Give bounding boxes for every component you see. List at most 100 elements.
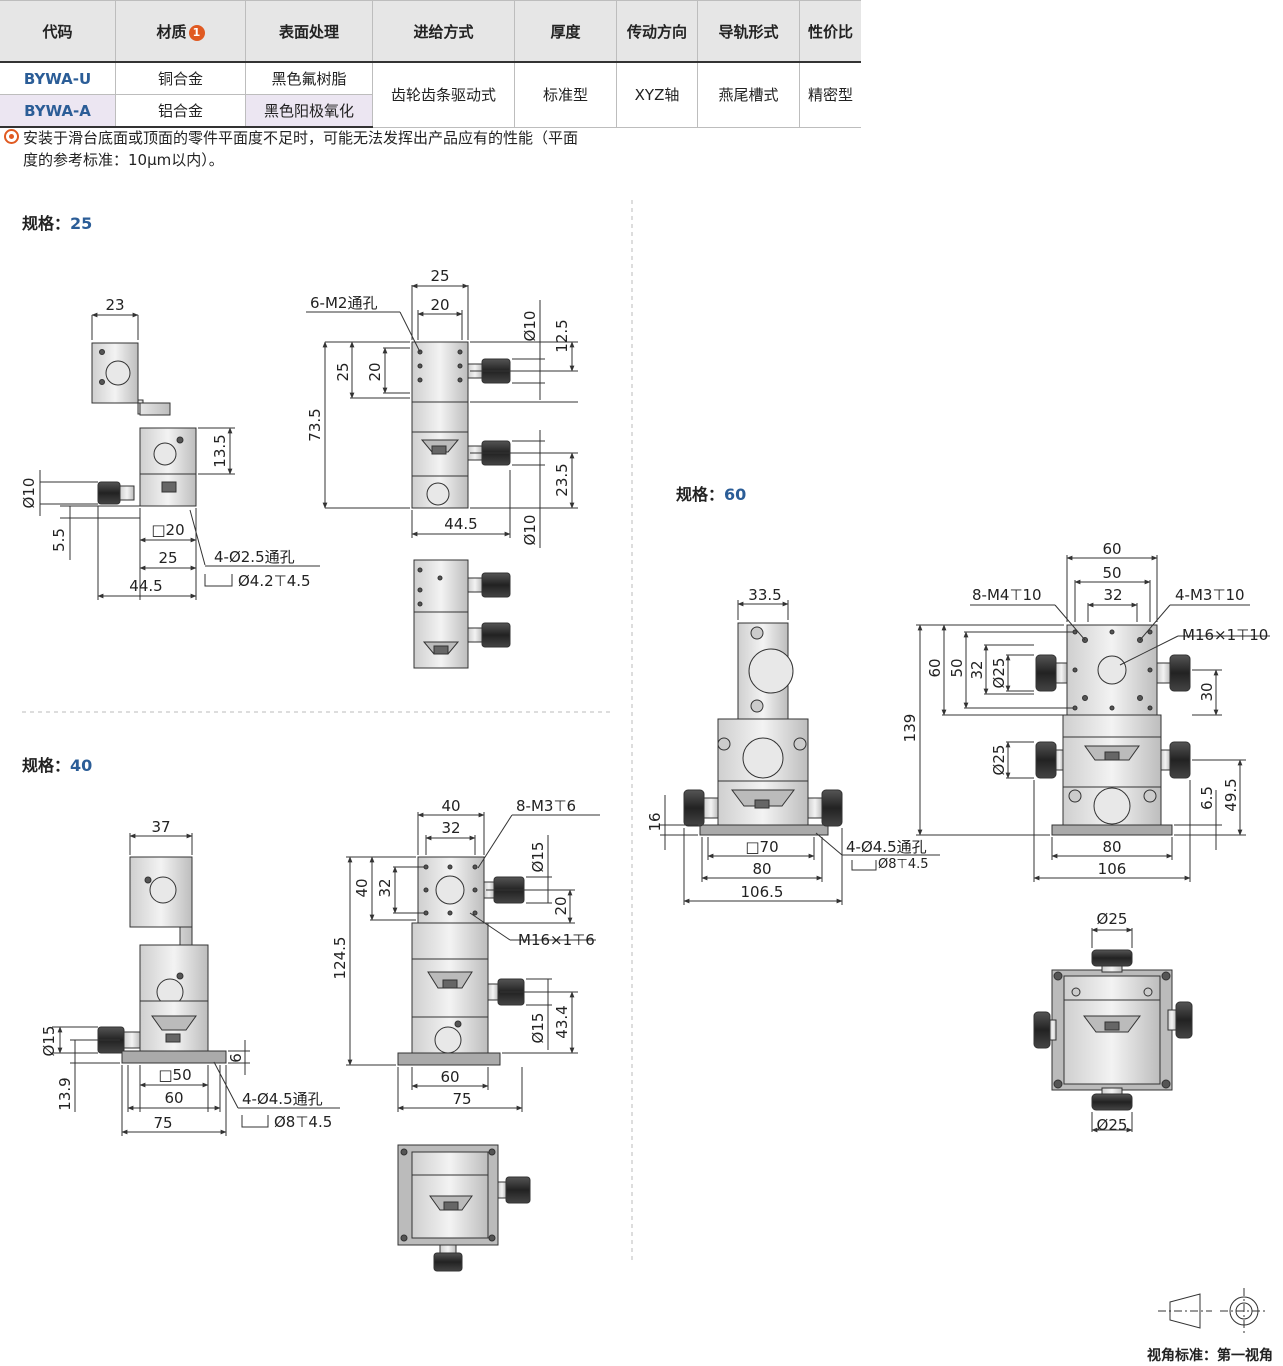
size40-side-view: [97, 856, 227, 1064]
size60-top-view: [1033, 949, 1193, 1111]
dim-label: 23.5: [553, 463, 571, 496]
dim-label: Ø25: [990, 658, 1008, 689]
size60-side-view: [683, 622, 843, 836]
size60-top-dimensions: Ø25 Ø25: [1091, 910, 1133, 1134]
dim-label: 25: [334, 362, 352, 381]
dim-label: 44.5: [129, 577, 162, 595]
dim-label: Ø15: [529, 1013, 547, 1044]
row-material: 铜合金: [115, 62, 246, 95]
dim-label: 32: [968, 660, 986, 679]
dim-label: 33.5: [748, 586, 781, 604]
dim-label: □20: [151, 521, 184, 539]
note-line-1: 安装于滑台底面或顶面的零件平面度不足时，可能无法发挥出产品应有的性能（平面: [23, 129, 579, 147]
spec-label-60: 规格：60: [676, 481, 746, 505]
table-row: BYWA-A 铝合金 黑色阳极氧化: [0, 94, 861, 128]
dim-label: 23: [105, 296, 124, 314]
header-value: 性价比: [799, 0, 861, 63]
dim-label: 60: [164, 1089, 183, 1107]
note-line-2: 度的参考标准：10μm以内）。: [23, 151, 224, 169]
dim-label: 106.5: [741, 883, 784, 901]
header-direction: 传动方向: [616, 0, 698, 63]
size25-front-dimensions: 25 20 6-M2通孔 73.5 25 20 Ø10 12.5 23.5 Ø1…: [306, 267, 578, 548]
spec-label-25: 规格：25: [22, 210, 92, 234]
dim-label: 25: [158, 549, 177, 567]
view-standard-label: 视角标准：第一视角: [1147, 1348, 1273, 1364]
row-code: BYWA-A: [0, 94, 116, 128]
size40-dimensions: 37 Ø15 13.9 6 □50 60 75 4-Ø4.5通孔 Ø8⊤4.5: [40, 818, 340, 1136]
dim-label: 106: [1098, 860, 1127, 878]
dim-label: 124.5: [331, 937, 349, 980]
dim-label: □70: [745, 838, 778, 856]
dim-label: 16: [646, 812, 664, 831]
size60-front-dimensions: 60 50 32 8-M4⊤10 4-M3⊤10 M16×1⊤10 139 60…: [901, 540, 1270, 882]
dim-label: Ø10: [521, 311, 539, 342]
cell-direction: XYZ轴: [616, 62, 698, 128]
cell-feed: 齿轮齿条驱动式: [372, 62, 515, 128]
dim-label: 6.5: [1198, 786, 1216, 810]
dim-label: 49.5: [1222, 778, 1240, 811]
cell-guide: 燕尾槽式: [697, 62, 800, 128]
row-material: 铝合金: [115, 94, 246, 128]
row-surface: 黑色氟树脂: [245, 62, 373, 95]
dim-label: 139: [901, 714, 919, 743]
hole-label: Ø8⊤4.5: [274, 1113, 332, 1131]
size25-top-view: [413, 559, 511, 669]
hole-label: 8-M3⊤6: [516, 797, 576, 815]
dim-label: 32: [376, 878, 394, 897]
dim-label: 50: [948, 658, 966, 677]
dim-label: Ø10: [521, 515, 539, 546]
hole-label: M16×1⊤10: [1182, 626, 1268, 644]
spec-value: 40: [70, 756, 93, 775]
spec-label-40: 规格：40: [22, 752, 92, 776]
row-code: BYWA-U: [0, 62, 116, 95]
size60-side-dimensions: 33.5 16 □70 80 106.5 4-Ø4.5通孔 Ø8⊤4.5: [646, 586, 940, 905]
hole-label: Ø4.2⊤4.5: [238, 572, 311, 590]
dim-label: 60: [926, 658, 944, 677]
header-guide: 导轨形式: [697, 0, 800, 63]
dim-label: Ø25: [1097, 910, 1128, 928]
note-bullet-icon: [4, 129, 19, 144]
hole-label: Ø8⊤4.5: [878, 857, 929, 872]
header-thickness: 厚度: [514, 0, 617, 63]
spec-label-text: 规格：: [22, 214, 71, 233]
spec-label-text: 规格：: [22, 756, 71, 775]
size40-front-dimensions: 40 32 8-M3⊤6 124.5 40 32 Ø15 20 M16×1⊤6 …: [331, 797, 600, 1112]
row-surface: 黑色阳极氧化: [245, 94, 373, 128]
dim-label: □50: [158, 1066, 191, 1084]
header-feed: 进给方式: [372, 0, 515, 63]
dim-label: 73.5: [306, 408, 324, 441]
dim-label: Ø15: [40, 1026, 58, 1057]
dim-label: 5.5: [50, 528, 68, 552]
dim-label: 32: [1103, 586, 1122, 604]
dim-label: 80: [1102, 838, 1121, 856]
dim-label: Ø25: [990, 745, 1008, 776]
dim-label: 6: [227, 1053, 245, 1063]
dim-label: 32: [441, 819, 460, 837]
dim-label: 75: [153, 1114, 172, 1132]
size40-front-view: [397, 856, 525, 1066]
cell-thickness: 标准型: [514, 62, 617, 128]
dim-label: 12.5: [553, 319, 571, 352]
dim-label: 20: [366, 362, 384, 381]
header-code: 代码: [0, 0, 116, 63]
dim-label: 40: [441, 797, 460, 815]
header-surface: 表面处理: [245, 0, 373, 63]
dim-label: 20: [552, 896, 570, 915]
dim-label: 25: [430, 267, 449, 285]
size25-dimensions: 23 13.5 Ø10 5.5 □20 25 44.5 4-Ø2.5通孔 Ø4.…: [20, 296, 320, 600]
dim-label: 30: [1198, 682, 1216, 701]
dim-label: 13.9: [56, 1077, 74, 1110]
hole-label: 4-Ø4.5通孔: [846, 838, 927, 856]
header-material-label: 材质: [156, 22, 187, 41]
hole-label: M16×1⊤6: [518, 931, 595, 949]
projection-symbol-icon: [1158, 1288, 1268, 1334]
spec-value: 60: [724, 485, 747, 504]
dim-label: 60: [1102, 540, 1121, 558]
dim-label: 44.5: [444, 515, 477, 533]
hole-label: 8-M4⊤10: [972, 586, 1042, 604]
flatness-note: 安装于滑台底面或顶面的零件平面度不足时，可能无法发挥出产品应有的性能（平面 度的…: [4, 127, 694, 171]
dim-label: 37: [151, 818, 170, 836]
